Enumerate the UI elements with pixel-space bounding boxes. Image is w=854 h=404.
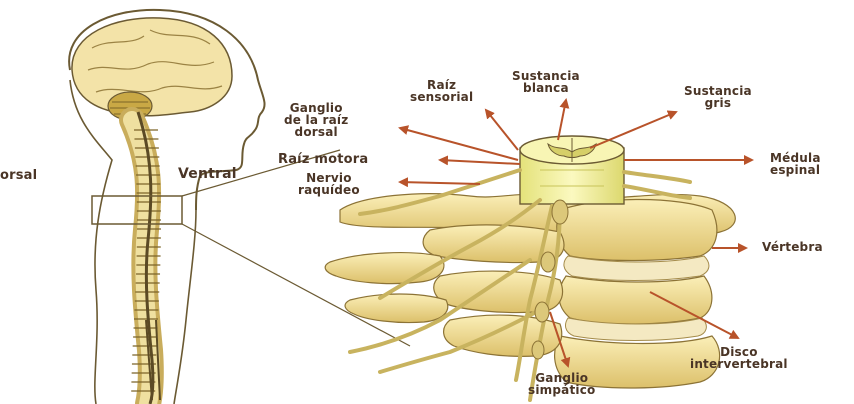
arrow-sustancia-blanca bbox=[558, 100, 566, 140]
vertebral-column bbox=[131, 112, 161, 404]
arrow-sustancia-gris bbox=[590, 112, 676, 148]
label-medula-espinal: Médula espinal bbox=[770, 152, 821, 176]
label-ventral: Ventral bbox=[178, 168, 237, 180]
label-raiz-motora: Raíz motora bbox=[278, 154, 368, 166]
arrow-raiz-sensorial bbox=[486, 110, 518, 150]
label-raiz-sensorial: Raíz sensorial bbox=[410, 79, 473, 103]
label-ganglio-raiz-dorsal: Ganglio de la raíz dorsal bbox=[284, 102, 348, 138]
arrow-raiz-motora bbox=[440, 160, 520, 164]
label-ganglio-simpatico: Ganglio simpático bbox=[528, 372, 595, 396]
label-nervio-raquideo: Nervio raquídeo bbox=[298, 172, 360, 196]
body-silhouette bbox=[69, 10, 264, 404]
brain bbox=[72, 18, 232, 116]
label-vertebra: Vértebra bbox=[762, 241, 823, 253]
vertebrae-stack bbox=[325, 194, 735, 388]
spinal-cord-segment bbox=[520, 136, 624, 204]
arrow-nervio-raquideo bbox=[400, 182, 480, 184]
label-sustancia-blanca: Sustancia blanca bbox=[512, 70, 580, 94]
label-disco-intervertebral: Disco intervertebral bbox=[690, 346, 788, 370]
label-dorsal: orsal bbox=[0, 170, 37, 182]
arrow-ganglio-raiz-dorsal bbox=[400, 128, 518, 160]
label-sustancia-gris: Sustancia gris bbox=[684, 85, 752, 109]
